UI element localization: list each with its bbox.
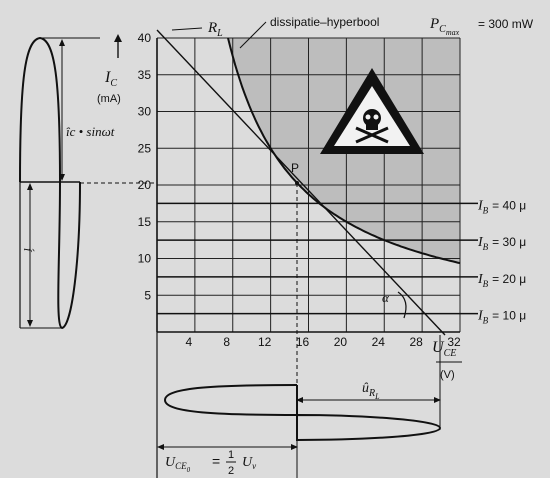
uce-left-half xyxy=(163,384,298,416)
i0-arrowhead-bottom xyxy=(27,320,33,327)
x-tick-label: 12 xyxy=(258,335,272,349)
ib-labels: IB= 40 μ IB= 30 μ IB= 20 μ IB= 10 μ xyxy=(477,198,526,325)
x-tick-label: 28 xyxy=(409,335,423,349)
uce0-formula: UCE0 = 1 2 Uv xyxy=(165,449,256,477)
y-tick-label: 5 xyxy=(144,288,151,302)
x-tick-label: 8 xyxy=(223,335,230,349)
x-tick-labels: 4 8 12 16 20 24 28 32 xyxy=(186,335,461,349)
y-axis-label: IC xyxy=(104,69,117,89)
y-tick-label: 15 xyxy=(138,215,152,229)
svg-text:UCE0: UCE0 xyxy=(165,455,191,474)
hyperbola-leader-line xyxy=(239,21,267,49)
uce0-arrowhead-right xyxy=(291,444,298,450)
ib-characteristic-lines xyxy=(157,202,478,315)
rl-leader-line xyxy=(171,27,203,31)
alpha-arc xyxy=(397,291,407,319)
ur-arrowhead-left xyxy=(296,397,303,403)
ib-label: IB= 30 μ xyxy=(477,235,526,252)
warning-sign xyxy=(320,68,424,154)
y-tick-label: 40 xyxy=(138,31,152,45)
pcmax-value: = 300 mW xyxy=(478,17,534,31)
ur-amplitude-label: ûRL xyxy=(362,381,380,401)
y-tick-label: 25 xyxy=(138,141,152,155)
y-tick-label: 20 xyxy=(138,178,152,192)
x-tick-label: 24 xyxy=(372,335,386,349)
ic-amplitude-arrowhead-bottom xyxy=(59,174,65,181)
y-tick-label: 35 xyxy=(138,68,152,82)
dissipation-hyperbola-curve xyxy=(227,37,461,265)
y-tick-label: 10 xyxy=(138,252,152,266)
ic-arrow-head xyxy=(114,34,122,42)
hyperbola-label: dissipatie–hyperbool xyxy=(270,15,379,29)
ib-label: IB= 40 μ xyxy=(477,198,526,215)
x-tick-label: 32 xyxy=(447,335,461,349)
ic-amplitude-arrowhead-top xyxy=(59,39,65,46)
x-tick-label: 16 xyxy=(296,335,310,349)
operating-point-label: P xyxy=(291,161,299,175)
x-axis-label: UCE xyxy=(432,339,456,359)
uce-waveform xyxy=(156,332,442,478)
svg-text:=: = xyxy=(212,453,220,469)
ib-label: IB= 10 μ xyxy=(477,309,526,326)
y-tick-labels: 5 10 15 20 25 30 35 40 xyxy=(138,31,152,302)
pcmax-label: PCmax xyxy=(429,16,460,37)
y-tick-label: 30 xyxy=(138,105,152,119)
x-tick-label: 20 xyxy=(334,335,348,349)
y-axis-unit: (mA) xyxy=(97,93,121,105)
chart-grid xyxy=(157,37,461,332)
i0-arrowhead-top xyxy=(27,183,33,190)
ur-arrowhead-right xyxy=(434,397,441,403)
alpha-label: α xyxy=(382,290,390,305)
svg-text:2: 2 xyxy=(228,465,234,477)
ib-label: IB= 20 μ xyxy=(477,272,526,289)
load-line-rl xyxy=(156,29,446,336)
uce0-arrowhead-left xyxy=(157,444,164,450)
rl-label: RL xyxy=(207,20,223,39)
skull-crossbones-icon xyxy=(355,109,389,144)
svg-text:1: 1 xyxy=(228,449,234,461)
i0-label: í́ xyxy=(21,248,35,253)
x-axis-unit: (V) xyxy=(440,369,455,381)
ic-amplitude-label: îc • sinωt xyxy=(66,124,115,139)
x-tick-label: 4 xyxy=(186,335,193,349)
svg-text:Uv: Uv xyxy=(242,455,256,471)
